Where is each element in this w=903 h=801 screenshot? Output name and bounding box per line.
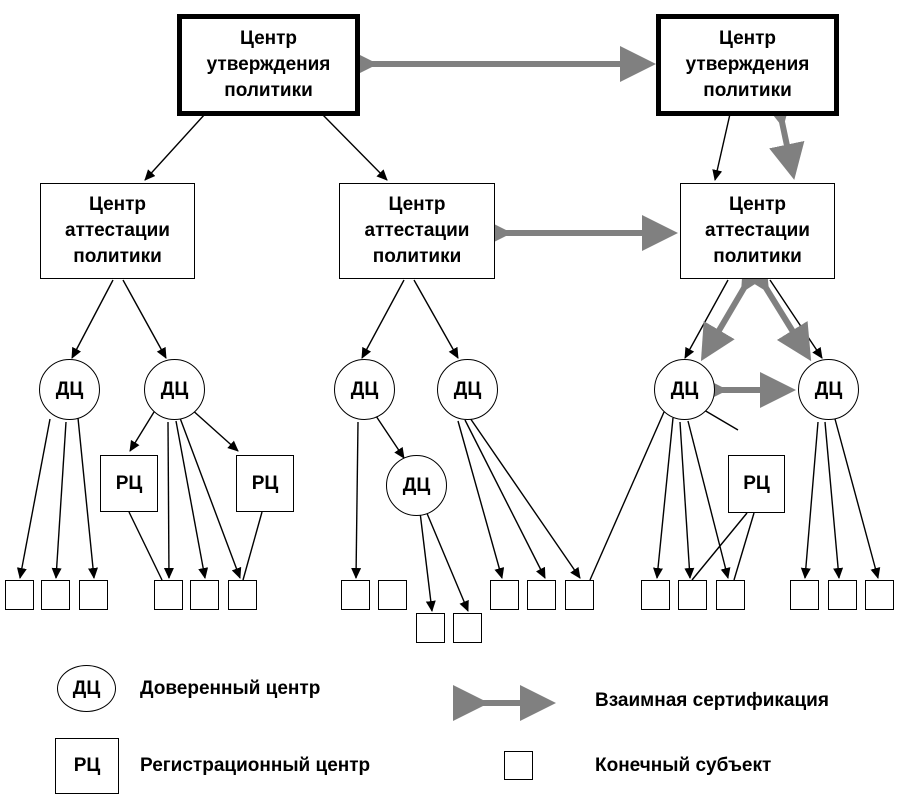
end-entity	[453, 613, 482, 643]
end-entity	[865, 580, 894, 610]
trusted-center-1: ДЦ	[39, 359, 100, 420]
end-entity	[641, 580, 670, 610]
registration-center-2: РЦ	[236, 455, 294, 512]
policy-certification-center-right: Центр аттестации политики	[680, 183, 835, 279]
legend-registration-center-symbol: РЦ	[55, 738, 119, 794]
policy-approval-center-left: Центр утверждения политики	[177, 14, 360, 116]
end-entity	[416, 613, 445, 643]
end-entity	[190, 580, 219, 610]
hierarchy-connectors	[16, 113, 881, 612]
legend-registration-center-label: Регистрационный центр	[140, 755, 371, 776]
end-entity	[5, 580, 34, 610]
registration-center-3: РЦ	[728, 455, 785, 513]
end-entity	[41, 580, 70, 610]
trusted-center-6: ДЦ	[654, 359, 715, 420]
legend-mutual-certification-label: Взаимная сертификация	[595, 690, 829, 711]
trusted-center-4: ДЦ	[437, 359, 498, 420]
end-entity	[228, 580, 257, 610]
end-entity	[341, 580, 370, 610]
trusted-center-3: ДЦ	[334, 359, 395, 420]
legend-end-entity-label: Конечный субъект	[595, 755, 772, 776]
end-entity	[79, 580, 108, 610]
trusted-center-7: ДЦ	[798, 359, 859, 420]
end-entity	[490, 580, 519, 610]
policy-approval-center-right: Центр утверждения политики	[656, 14, 839, 116]
end-entity	[790, 580, 819, 610]
end-entity	[565, 580, 594, 610]
trusted-center-2: ДЦ	[144, 359, 205, 420]
trusted-center-5: ДЦ	[386, 455, 447, 516]
mutual-certification-arrows	[342, 46, 812, 721]
policy-certification-center-middle: Центр аттестации политики	[339, 183, 495, 279]
end-entity	[716, 580, 745, 610]
end-entity	[378, 580, 407, 610]
end-entity	[527, 580, 556, 610]
end-entity	[678, 580, 707, 610]
legend-end-entity-symbol	[504, 751, 533, 780]
policy-certification-center-left: Центр аттестации политики	[40, 183, 195, 279]
legend-trusted-center-label: Доверенный центр	[140, 678, 321, 699]
end-entity	[828, 580, 857, 610]
legend-trusted-center-symbol: ДЦ	[57, 665, 116, 712]
registration-center-1: РЦ	[100, 455, 158, 512]
end-entity	[154, 580, 183, 610]
